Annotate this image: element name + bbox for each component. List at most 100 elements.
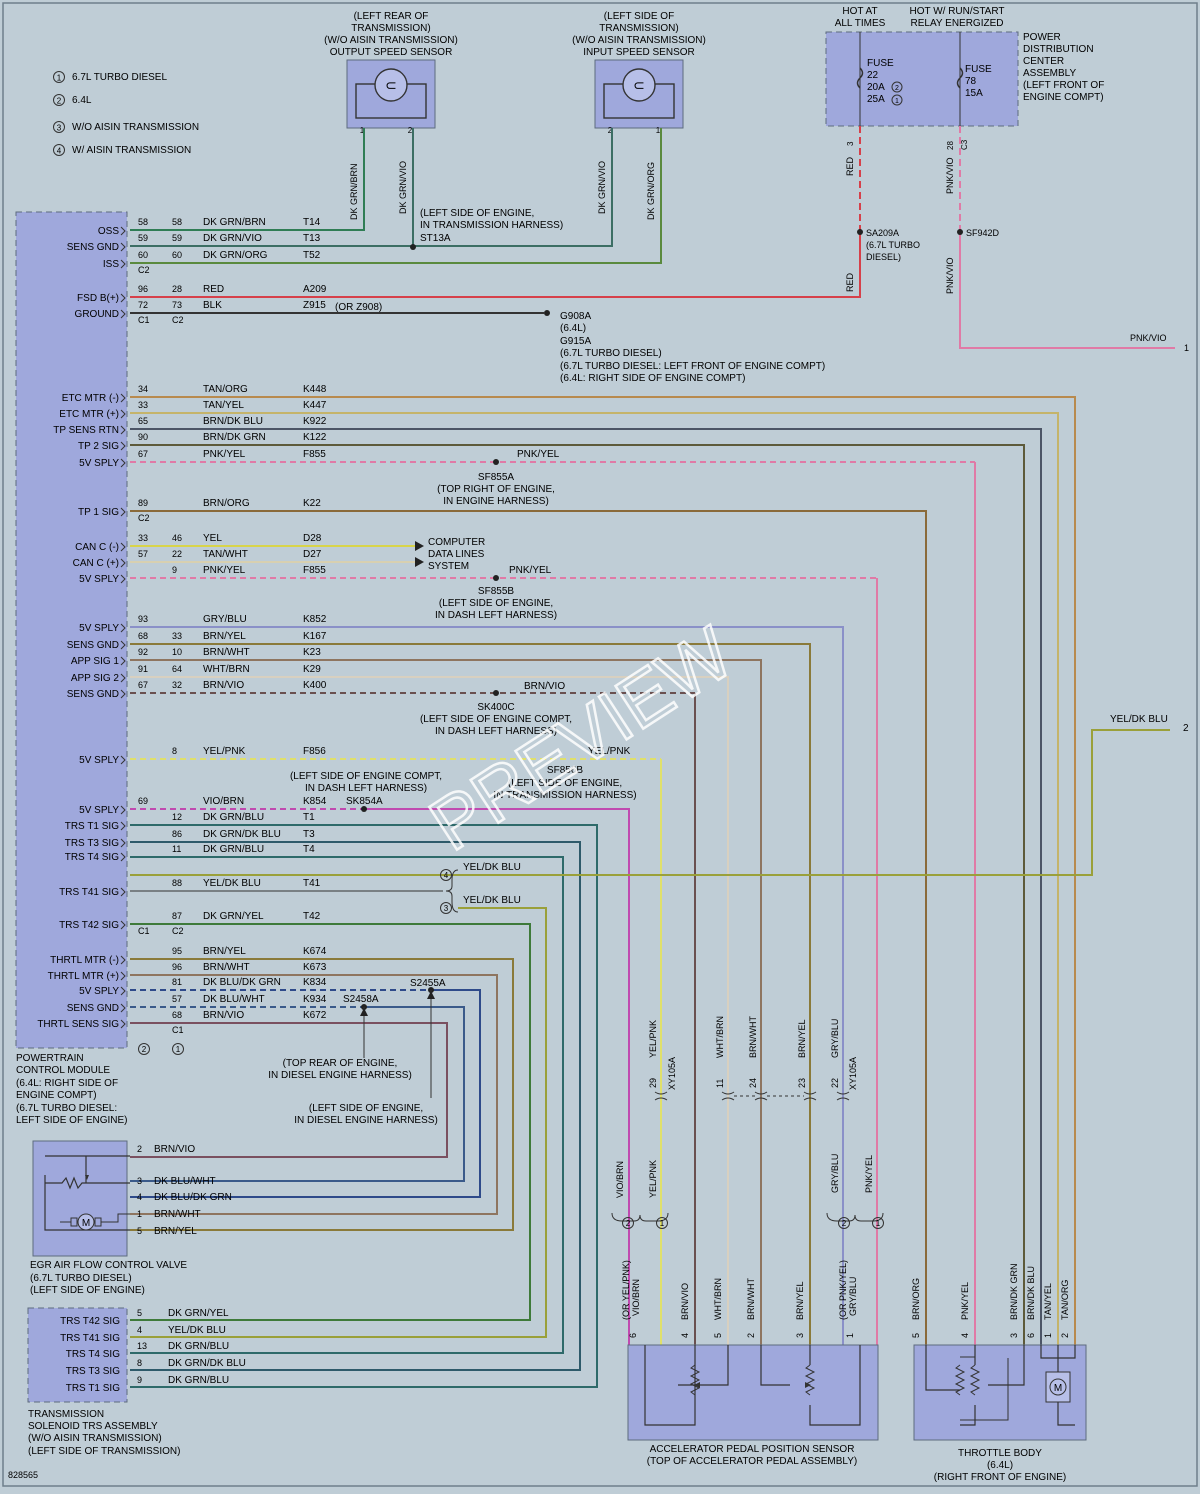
svg-text:SF856B: SF856B xyxy=(547,765,583,776)
power-distribution-center: HOT AT ALL TIMES HOT W/ RUN/START RELAY … xyxy=(825,6,1104,150)
svg-text:OUTPUT SPEED SENSOR: OUTPUT SPEED SENSOR xyxy=(330,47,453,58)
pin-number: 11 xyxy=(172,844,181,854)
pin-number: 58 xyxy=(138,217,148,227)
pin-number: 33 xyxy=(138,400,148,410)
pin-number: 95 xyxy=(172,946,182,956)
svg-text:5: 5 xyxy=(911,1333,921,1338)
svg-text:(LEFT REAR OF: (LEFT REAR OF xyxy=(354,11,429,22)
svg-text:6: 6 xyxy=(628,1333,638,1338)
svg-text:TRANSMISSION): TRANSMISSION) xyxy=(351,23,430,34)
pin-number: 96 xyxy=(172,962,182,972)
svg-text:6.4L: 6.4L xyxy=(72,95,92,106)
svg-text:INPUT SPEED SENSOR: INPUT SPEED SENSOR xyxy=(583,47,695,58)
sensor-gear-icon xyxy=(622,68,656,102)
svg-text:(6.7L TURBO DIESEL: LEFT FRONT: (6.7L TURBO DIESEL: LEFT FRONT OF ENGINE… xyxy=(560,361,825,372)
svg-text:WHT/BRN: WHT/BRN xyxy=(713,1278,723,1320)
svg-text:5: 5 xyxy=(137,1308,142,1318)
svg-text:POWER: POWER xyxy=(1023,32,1061,43)
pin-number: 34 xyxy=(138,384,148,394)
svg-text:(LEFT SIDE OF ENGINE,: (LEFT SIDE OF ENGINE, xyxy=(508,778,622,789)
svg-text:IN ENGINE HARNESS): IN ENGINE HARNESS) xyxy=(443,496,549,507)
pin-marker xyxy=(120,640,126,650)
circuit-label: D27 xyxy=(303,549,322,560)
svg-text:RELAY ENERGIZED: RELAY ENERGIZED xyxy=(911,18,1004,29)
svg-text:4: 4 xyxy=(680,1333,690,1338)
pcm-pin-label: TP 2 SIG xyxy=(78,441,119,452)
svg-text:FUSE: FUSE xyxy=(965,64,992,75)
output-speed-sensor: (LEFT REAR OF TRANSMISSION) (W/O AISIN T… xyxy=(324,11,458,135)
pin-marker xyxy=(120,558,126,568)
svg-text:22: 22 xyxy=(867,70,879,81)
svg-text:RED: RED xyxy=(845,156,855,176)
svg-text:IN DASH LEFT HARNESS): IN DASH LEFT HARNESS) xyxy=(305,783,427,794)
wire-color-label: GRY/BLU xyxy=(203,614,247,625)
pcm-pin-label: GROUND xyxy=(75,309,119,320)
svg-text:(6.4L: RIGHT SIDE OF ENGINE CO: (6.4L: RIGHT SIDE OF ENGINE COMPT) xyxy=(560,373,745,384)
svg-text:IN TRANSMISSION HARNESS): IN TRANSMISSION HARNESS) xyxy=(420,220,563,231)
svg-text:SF942D: SF942D xyxy=(966,228,1000,238)
accelerator-pedal-position-sensor xyxy=(627,1344,879,1441)
svg-text:1: 1 xyxy=(895,98,899,105)
pcm-pin-label: SENS GND xyxy=(67,242,119,253)
svg-text:1: 1 xyxy=(876,1219,881,1228)
pcm-pin-label: APP SIG 1 xyxy=(71,656,120,667)
pcm-pin-label: ISS xyxy=(103,259,119,270)
pin-marker xyxy=(120,673,126,683)
pin-marker xyxy=(120,852,126,862)
svg-text:6: 6 xyxy=(1026,1333,1036,1338)
svg-text:2: 2 xyxy=(1183,723,1189,734)
svg-text:(LEFT SIDE OF ENGINE COMPT,: (LEFT SIDE OF ENGINE COMPT, xyxy=(290,771,442,782)
svg-text:⊂: ⊂ xyxy=(633,77,645,93)
wire-color-label: DK GRN/YEL xyxy=(203,911,264,922)
wire-color-label: YEL xyxy=(203,533,222,544)
svg-text:4: 4 xyxy=(57,147,62,156)
svg-text:(TOP RIGHT OF ENGINE,: (TOP RIGHT OF ENGINE, xyxy=(437,484,555,495)
pin-marker xyxy=(120,226,126,236)
pin-number: 57 xyxy=(138,549,148,559)
pcm-pin-label: FSD B(+) xyxy=(77,293,119,304)
pin-marker xyxy=(120,689,126,699)
svg-text:1: 1 xyxy=(656,126,661,135)
svg-text:5: 5 xyxy=(713,1333,723,1338)
svg-text:PNK/VIO: PNK/VIO xyxy=(945,157,955,194)
pin-number: 68 xyxy=(172,1010,182,1020)
svg-text:ALL TIMES: ALL TIMES xyxy=(835,18,886,29)
svg-text:2: 2 xyxy=(626,1219,631,1228)
pin-number: 57 xyxy=(172,994,182,1004)
svg-text:8: 8 xyxy=(137,1358,142,1368)
svg-text:TRS T1 SIG: TRS T1 SIG xyxy=(66,1383,120,1394)
circuit-label: A209 xyxy=(303,284,327,295)
svg-text:23: 23 xyxy=(797,1078,807,1088)
pcm-pin-label: TRS T1 SIG xyxy=(65,821,119,832)
svg-text:CONTROL MODULE: CONTROL MODULE xyxy=(16,1065,110,1076)
pin-marker xyxy=(120,309,126,319)
pin-marker xyxy=(120,955,126,965)
svg-text:YEL/DK BLU: YEL/DK BLU xyxy=(168,1325,226,1336)
circuit-label: K400 xyxy=(303,680,327,691)
svg-text:XY105A: XY105A xyxy=(667,1057,677,1090)
svg-text:DK GRN/BLU: DK GRN/BLU xyxy=(168,1341,229,1352)
svg-text:2: 2 xyxy=(142,1045,147,1054)
wire-color-label: TAN/YEL xyxy=(203,400,244,411)
circuit-label: T13 xyxy=(303,233,321,244)
pin-number: 93 xyxy=(138,614,148,624)
svg-text:DK GRN/YEL: DK GRN/YEL xyxy=(168,1308,229,1319)
wire-label: DK GRN/VIO xyxy=(398,161,408,214)
svg-text:ENGINE COMPT): ENGINE COMPT) xyxy=(1023,92,1104,103)
svg-text:G915A: G915A xyxy=(560,336,591,347)
svg-text:25A: 25A xyxy=(867,94,885,105)
sensor-wires xyxy=(130,128,662,264)
svg-text:(OR Z908): (OR Z908) xyxy=(335,302,382,313)
svg-text:9: 9 xyxy=(137,1375,142,1385)
svg-text:GRY/BLU: GRY/BLU xyxy=(830,1019,840,1058)
svg-text:3: 3 xyxy=(795,1333,805,1338)
pcm-pin-label: TRS T41 SIG xyxy=(59,887,119,898)
svg-text:(6.4L): (6.4L) xyxy=(560,323,586,334)
wire-color-label: BRN/DK GRN xyxy=(203,432,266,443)
svg-text:(W/O AISIN TRANSMISSION): (W/O AISIN TRANSMISSION) xyxy=(324,35,458,46)
wire-color-label: BRN/YEL xyxy=(203,631,246,642)
pin-marker xyxy=(120,293,126,303)
svg-text:3: 3 xyxy=(444,904,449,913)
pin-marker xyxy=(120,441,126,451)
